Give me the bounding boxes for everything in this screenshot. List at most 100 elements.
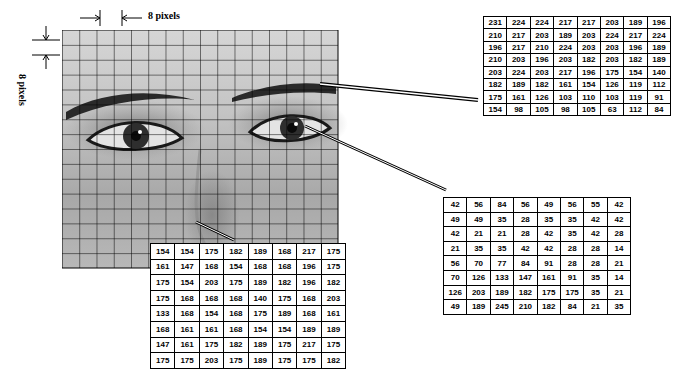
pixel-value: 42 — [584, 213, 607, 228]
pixel-value: 42 — [444, 198, 467, 213]
pixel-value: 189 — [467, 300, 490, 315]
pixel-value: 91 — [648, 91, 671, 103]
pixel-value: 203 — [531, 29, 554, 41]
pixel-value: 112 — [624, 104, 647, 116]
pixel-value: 196 — [297, 275, 321, 291]
pixel-value: 154 — [175, 244, 199, 260]
pixel-value: 91 — [561, 271, 584, 286]
pixel-value: 175 — [200, 244, 224, 260]
pixel-value: 28 — [584, 242, 607, 257]
pixel-value: 175 — [200, 338, 224, 354]
pixel-value: 42 — [444, 227, 467, 242]
pixel-value: 210 — [514, 300, 537, 315]
pixel-value: 119 — [624, 91, 647, 103]
pixel-value: 35 — [561, 213, 584, 228]
pixel-value: 126 — [467, 271, 490, 286]
pixel-value: 224 — [601, 29, 624, 41]
pixel-value: 175 — [224, 275, 248, 291]
pixel-value: 175 — [273, 338, 297, 354]
pixel-value: 42 — [608, 198, 631, 213]
pixel-value: 21 — [467, 227, 490, 242]
pixel-value: 196 — [648, 17, 671, 29]
pixel-value: 217 — [578, 17, 601, 29]
pixel-value: 182 — [578, 54, 601, 66]
pixel-value: 203 — [578, 42, 601, 54]
pixel-value: 154 — [273, 322, 297, 338]
pixel-value: 175 — [249, 306, 273, 322]
pixel-value: 245 — [491, 300, 514, 315]
pixel-value: 56 — [514, 198, 537, 213]
pixel-value: 182 — [484, 79, 507, 91]
pixel-value: 42 — [608, 213, 631, 228]
pixel-table: 4256845649565542494935283535424242212128… — [443, 197, 631, 315]
pixel-value: 196 — [578, 67, 601, 79]
pixel-value: 56 — [561, 198, 584, 213]
pixel-value: 231 — [484, 17, 507, 29]
pixel-value: 168 — [273, 244, 297, 260]
pixel-value: 189 — [249, 244, 273, 260]
pixel-value: 91 — [538, 256, 561, 271]
pixel-value: 84 — [514, 256, 537, 271]
pixel-value: 28 — [561, 242, 584, 257]
pixel-value: 168 — [273, 260, 297, 276]
pixel-value: 175 — [273, 353, 297, 369]
pixel-value: 175 — [322, 244, 346, 260]
pixel-value: 203 — [578, 29, 601, 41]
pixel-value: 56 — [467, 198, 490, 213]
pixel-value: 217 — [624, 29, 647, 41]
pixel-value: 35 — [467, 242, 490, 257]
pixel-value: 217 — [507, 29, 530, 41]
pixel-value: 161 — [151, 260, 175, 276]
pixel-value: 147 — [151, 338, 175, 354]
pixel-value: 35 — [561, 227, 584, 242]
pixel-value: 161 — [322, 306, 346, 322]
pixel-value: 175 — [151, 275, 175, 291]
pixel-value: 224 — [507, 67, 530, 79]
pixel-value: 119 — [624, 79, 647, 91]
pixel-value: 112 — [648, 79, 671, 91]
pixel-value: 133 — [151, 306, 175, 322]
pixel-value: 161 — [507, 91, 530, 103]
pixel-value: 147 — [514, 271, 537, 286]
pixel-value: 182 — [224, 338, 248, 354]
dimension-label: 8 pixels — [17, 72, 28, 108]
pixel-value: 63 — [601, 104, 624, 116]
pixel-value: 175 — [322, 260, 346, 276]
pixel-value: 35 — [538, 213, 561, 228]
pixel-value: 35 — [491, 242, 514, 257]
pixel-value: 168 — [224, 306, 248, 322]
pixel-value: 168 — [224, 291, 248, 307]
pixel-value: 217 — [554, 67, 577, 79]
pixel-value: 182 — [624, 54, 647, 66]
pixel-value: 21 — [444, 242, 467, 257]
pixel-value: 70 — [467, 256, 490, 271]
pixel-value: 175 — [601, 67, 624, 79]
pixel-value: 14 — [608, 242, 631, 257]
pixel-value: 175 — [538, 286, 561, 301]
pixel-value: 182 — [538, 300, 561, 315]
pixel-value: 154 — [224, 260, 248, 276]
pixel-value: 14 — [608, 271, 631, 286]
pixel-value: 196 — [531, 54, 554, 66]
pixel-value: 189 — [297, 322, 321, 338]
pixel-value: 126 — [444, 286, 467, 301]
pixel-value: 175 — [297, 353, 321, 369]
pixel-value: 98 — [554, 104, 577, 116]
pixel-value: 210 — [484, 54, 507, 66]
pixel-value: 189 — [249, 338, 273, 354]
pixel-value: 168 — [200, 260, 224, 276]
pixel-value: 189 — [507, 79, 530, 91]
pixel-value: 49 — [467, 213, 490, 228]
pixel-value: 42 — [538, 242, 561, 257]
pixel-value: 168 — [151, 322, 175, 338]
pixel-value: 210 — [531, 42, 554, 54]
pixel-value: 224 — [531, 17, 554, 29]
pixel-value: 168 — [175, 306, 199, 322]
pixel-value: 28 — [514, 213, 537, 228]
pixel-value: 21 — [608, 286, 631, 301]
pixel-value: 203 — [200, 353, 224, 369]
pixel-value: 182 — [273, 275, 297, 291]
pixel-value: 84 — [648, 104, 671, 116]
pixel-value: 28 — [561, 256, 584, 271]
pixel-value: 203 — [554, 54, 577, 66]
